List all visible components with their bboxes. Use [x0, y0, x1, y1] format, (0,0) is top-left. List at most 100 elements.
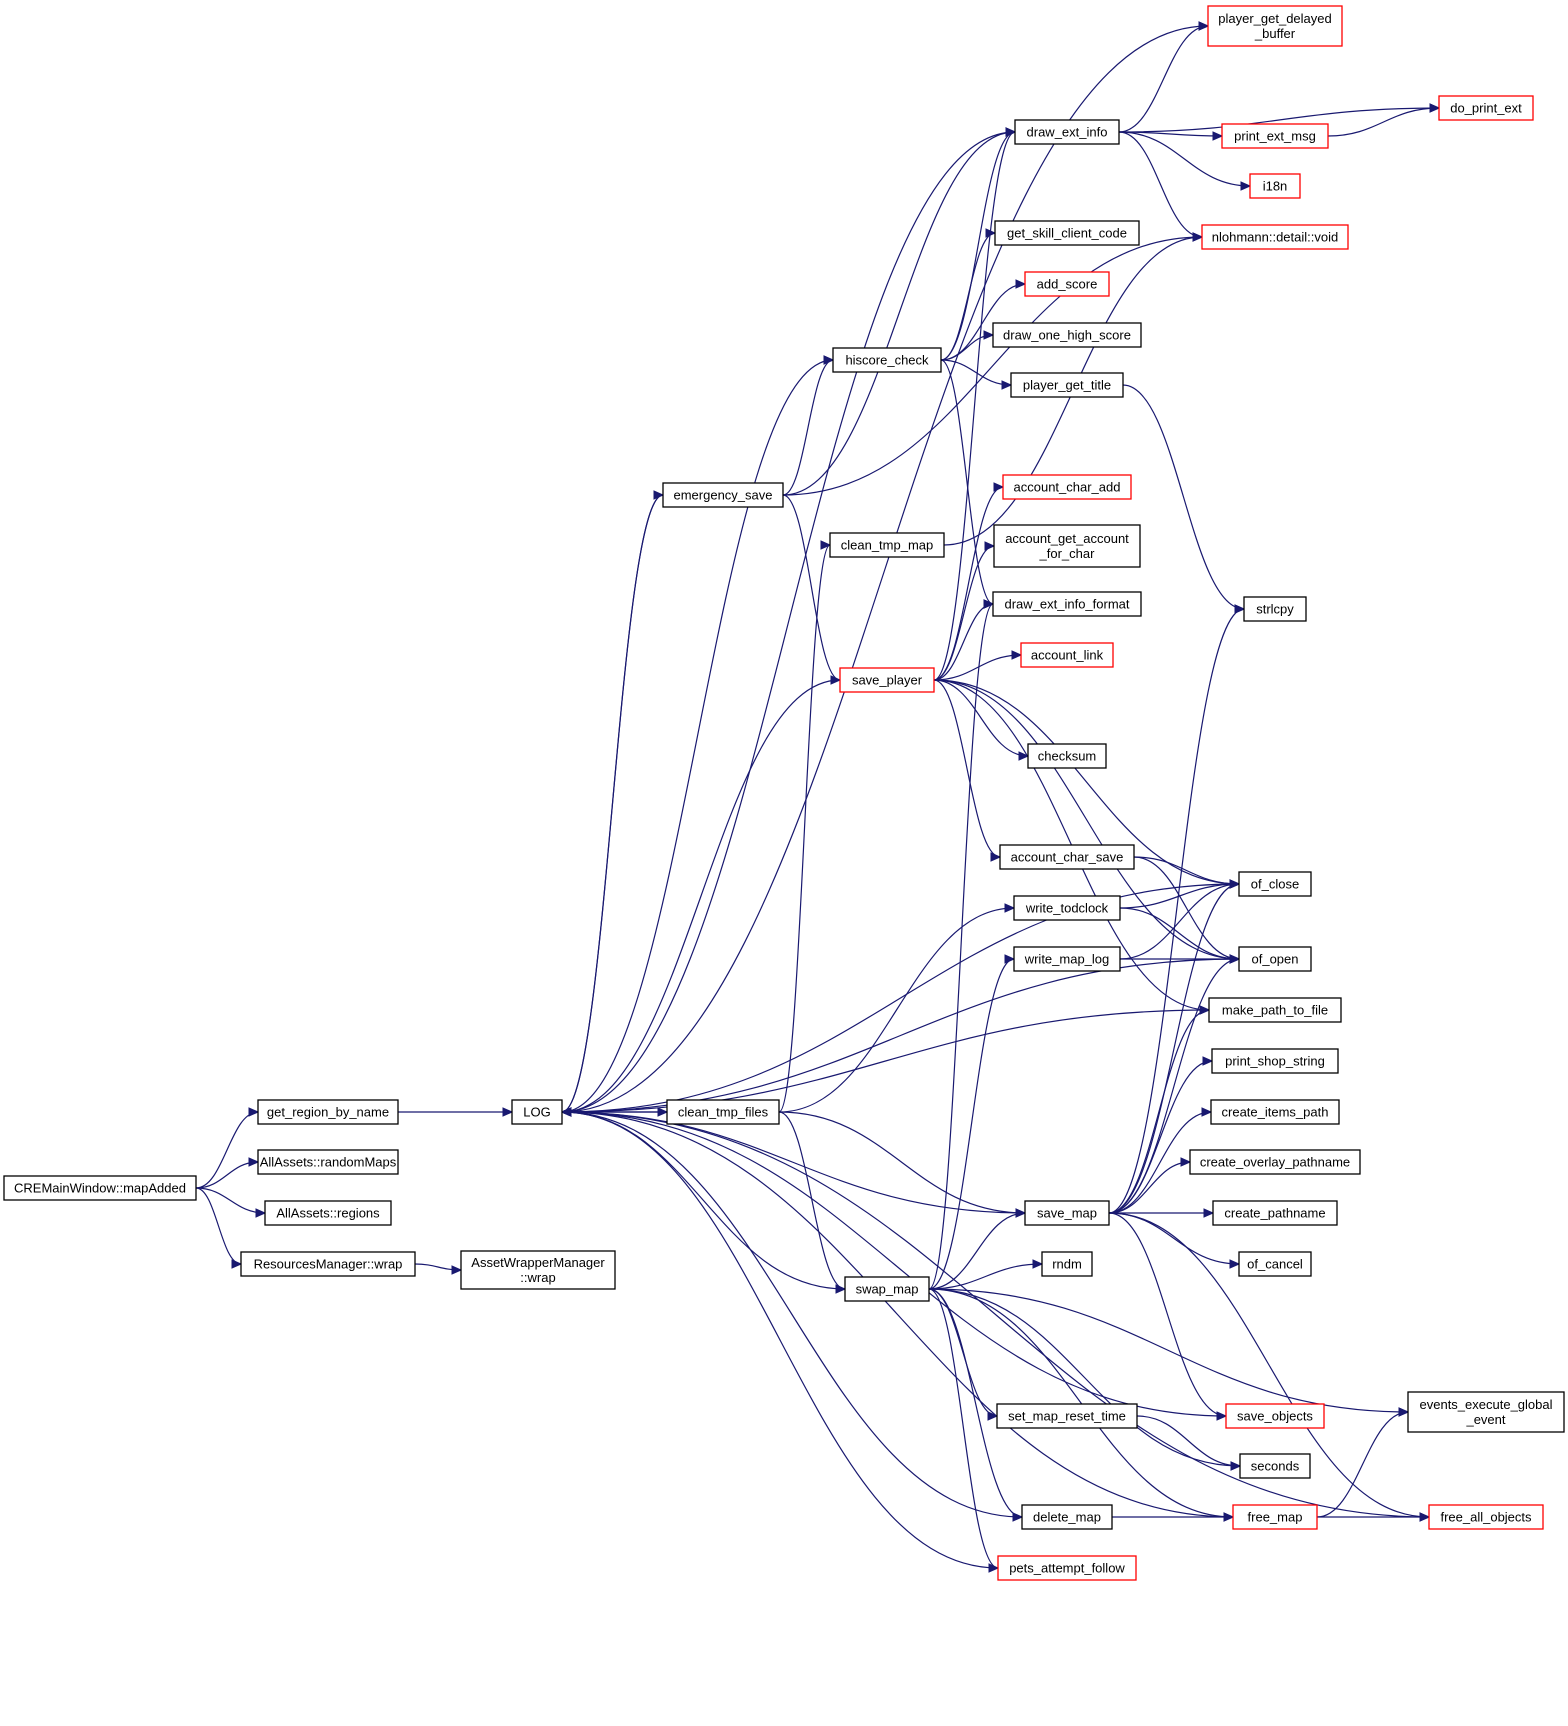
- node-create-items-path[interactable]: create_items_path: [1210, 1099, 1340, 1125]
- node-box[interactable]: [1239, 1453, 1311, 1479]
- node-box[interactable]: [999, 844, 1135, 870]
- node-player-get-delayed-buffer[interactable]: player_get_delayed_buffer: [1207, 5, 1343, 47]
- node-i18n[interactable]: i18n: [1249, 173, 1301, 199]
- node-box[interactable]: [662, 482, 784, 508]
- node-box[interactable]: [992, 591, 1142, 617]
- node-box[interactable]: [1238, 1251, 1312, 1277]
- node-box[interactable]: [1243, 596, 1307, 622]
- node-clean-tmp-files[interactable]: clean_tmp_files: [666, 1099, 780, 1125]
- node-box[interactable]: [666, 1099, 780, 1125]
- node-do-print-ext[interactable]: do_print_ext: [1438, 95, 1534, 121]
- node-box[interactable]: [1014, 119, 1120, 145]
- node-box[interactable]: [1212, 1200, 1338, 1226]
- node-box[interactable]: [839, 667, 935, 693]
- node-write-todclock[interactable]: write_todclock: [1013, 895, 1121, 921]
- node-clean-tmp-map[interactable]: clean_tmp_map: [829, 532, 945, 558]
- node-seconds[interactable]: seconds: [1239, 1453, 1311, 1479]
- node-free-map[interactable]: free_map: [1232, 1504, 1318, 1530]
- node-set-map-reset-time[interactable]: set_map_reset_time: [996, 1403, 1138, 1429]
- node-box[interactable]: [1024, 271, 1110, 297]
- node-player-get-title[interactable]: player_get_title: [1010, 372, 1124, 398]
- node-of-cancel[interactable]: of_cancel: [1238, 1251, 1312, 1277]
- node-box[interactable]: [1407, 1391, 1565, 1433]
- node-save-map[interactable]: save_map: [1024, 1200, 1110, 1226]
- node-box[interactable]: [997, 1555, 1137, 1581]
- node-box[interactable]: [832, 347, 942, 373]
- node-box[interactable]: [1201, 224, 1349, 250]
- node-rm-wrap[interactable]: ResourcesManager::wrap: [240, 1251, 416, 1277]
- node-box[interactable]: [993, 524, 1141, 568]
- node-box[interactable]: [1208, 997, 1342, 1023]
- node-emergency-save[interactable]: emergency_save: [662, 482, 784, 508]
- node-regions[interactable]: AllAssets::regions: [264, 1200, 392, 1226]
- node-events-execute-global-event[interactable]: events_execute_global_event: [1407, 1391, 1565, 1433]
- node-box[interactable]: [994, 220, 1140, 246]
- node-checksum[interactable]: checksum: [1027, 743, 1107, 769]
- node-box[interactable]: [1020, 642, 1114, 668]
- node-delete-map[interactable]: delete_map: [1021, 1504, 1113, 1530]
- node-save-player[interactable]: save_player: [839, 667, 935, 693]
- node-box[interactable]: [1024, 1200, 1110, 1226]
- node-get-skill-client-code[interactable]: get_skill_client_code: [994, 220, 1140, 246]
- node-of-open[interactable]: of_open: [1238, 946, 1312, 972]
- node-box[interactable]: [1189, 1149, 1361, 1175]
- node-log[interactable]: LOG: [511, 1099, 563, 1125]
- node-add-score[interactable]: add_score: [1024, 271, 1110, 297]
- node-account-char-save[interactable]: account_char_save: [999, 844, 1135, 870]
- node-strlcpy[interactable]: strlcpy: [1243, 596, 1307, 622]
- node-box[interactable]: [1027, 743, 1107, 769]
- node-box[interactable]: [1438, 95, 1534, 121]
- node-box[interactable]: [1232, 1504, 1318, 1530]
- node-account-link[interactable]: account_link: [1020, 642, 1114, 668]
- node-box[interactable]: [1238, 871, 1312, 897]
- node-write-map-log[interactable]: write_map_log: [1013, 946, 1121, 972]
- node-box[interactable]: [829, 532, 945, 558]
- node-box[interactable]: [1013, 895, 1121, 921]
- node-create-overlay-pathname[interactable]: create_overlay_pathname: [1189, 1149, 1361, 1175]
- node-box[interactable]: [1013, 946, 1121, 972]
- node-nlohmann-void[interactable]: nlohmann::detail::void: [1201, 224, 1349, 250]
- node-hiscore-check[interactable]: hiscore_check: [832, 347, 942, 373]
- node-account-char-add[interactable]: account_char_add: [1002, 474, 1132, 500]
- node-of-close[interactable]: of_close: [1238, 871, 1312, 897]
- node-box[interactable]: [996, 1403, 1138, 1429]
- node-box[interactable]: [511, 1099, 563, 1125]
- node-box[interactable]: [1207, 5, 1343, 47]
- node-swap-map[interactable]: swap_map: [844, 1276, 930, 1302]
- node-rndm[interactable]: rndm: [1041, 1251, 1093, 1277]
- node-pets-attempt-follow[interactable]: pets_attempt_follow: [997, 1555, 1137, 1581]
- node-box[interactable]: [264, 1200, 392, 1226]
- node-create-pathname[interactable]: create_pathname: [1212, 1200, 1338, 1226]
- node-draw-ext-info-format[interactable]: draw_ext_info_format: [992, 591, 1142, 617]
- node-randommaps[interactable]: AllAssets::randomMaps: [257, 1149, 399, 1175]
- node-free-all-objects[interactable]: free_all_objects: [1428, 1504, 1544, 1530]
- node-box[interactable]: [992, 322, 1142, 348]
- node-root[interactable]: CREMainWindow::mapAdded: [3, 1175, 197, 1201]
- node-draw-ext-info[interactable]: draw_ext_info: [1014, 119, 1120, 145]
- node-account-get-account-for-char[interactable]: account_get_account_for_char: [993, 524, 1141, 568]
- node-print-shop-string[interactable]: print_shop_string: [1211, 1048, 1339, 1074]
- node-box[interactable]: [1041, 1251, 1093, 1277]
- node-box[interactable]: [1428, 1504, 1544, 1530]
- node-box[interactable]: [1221, 123, 1329, 149]
- node-box[interactable]: [1210, 1099, 1340, 1125]
- node-box[interactable]: [1238, 946, 1312, 972]
- node-box[interactable]: [844, 1276, 930, 1302]
- node-box[interactable]: [1021, 1504, 1113, 1530]
- node-box[interactable]: [460, 1250, 616, 1290]
- node-box[interactable]: [1002, 474, 1132, 500]
- node-awm-wrap[interactable]: AssetWrapperManager::wrap: [460, 1250, 616, 1290]
- node-box[interactable]: [3, 1175, 197, 1201]
- node-box[interactable]: [1010, 372, 1124, 398]
- node-print-ext-msg[interactable]: print_ext_msg: [1221, 123, 1329, 149]
- node-box[interactable]: [257, 1099, 399, 1125]
- node-box[interactable]: [1249, 173, 1301, 199]
- node-make-path-to-file[interactable]: make_path_to_file: [1208, 997, 1342, 1023]
- node-draw-one-high-score[interactable]: draw_one_high_score: [992, 322, 1142, 348]
- node-get-region-by-name[interactable]: get_region_by_name: [257, 1099, 399, 1125]
- node-box[interactable]: [257, 1149, 399, 1175]
- node-box[interactable]: [240, 1251, 416, 1277]
- node-box[interactable]: [1211, 1048, 1339, 1074]
- node-box[interactable]: [1225, 1403, 1325, 1429]
- node-save-objects[interactable]: save_objects: [1225, 1403, 1325, 1429]
